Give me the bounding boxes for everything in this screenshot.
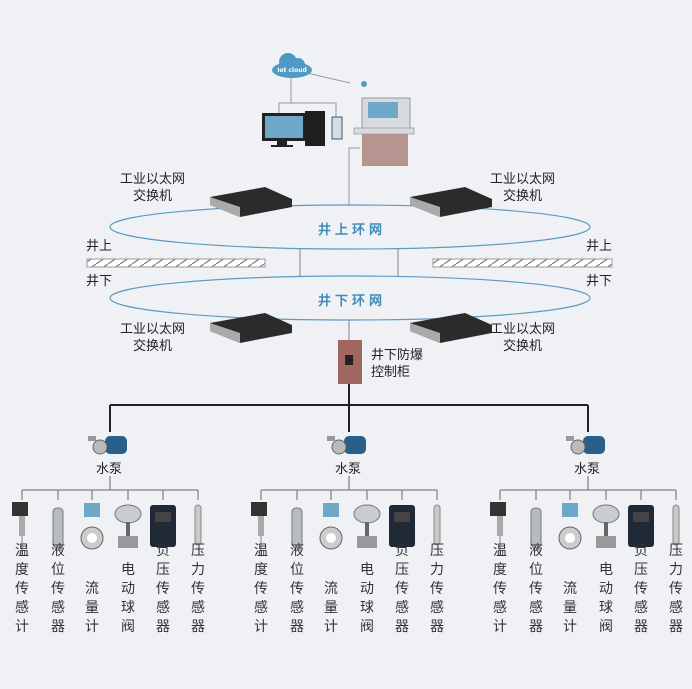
level-sensor-icon (291, 507, 303, 549)
device-label: 流量计 (85, 581, 99, 635)
negative-pressure-sensor-icon (389, 505, 415, 547)
cloud-label: Iot cloud (277, 67, 307, 74)
flow-meter-icon (84, 503, 100, 517)
switch-label-upper-right: 工业以太网交换机 (490, 172, 556, 204)
negative-pressure-sensor-icon (628, 505, 654, 547)
device-label: 负压传感器 (156, 543, 170, 635)
above-ground-label-right: 井上 (586, 239, 613, 254)
pressure-sensor-icon (433, 504, 441, 546)
flow-meter-icon (562, 503, 578, 517)
device-label: 压力传感器 (430, 543, 444, 635)
cabinet-label: 井下防爆控制柜 (371, 348, 424, 380)
pump-label: 水泵 (574, 462, 601, 477)
pump-label: 水泵 (96, 462, 123, 477)
switch-label-lower-right: 工业以太网交换机 (490, 322, 556, 354)
above-ground-label-left: 井上 (86, 239, 113, 254)
device-label: 液位传感器 (529, 543, 543, 635)
upper-ring-network (109, 204, 591, 250)
device-label: 液位传感器 (290, 543, 304, 635)
device-label: 电动球阀 (121, 562, 135, 635)
device-label: 温度传感计 (493, 543, 507, 635)
electric-ball-valve-icon (353, 504, 381, 524)
temperature-sensor-icon (251, 502, 267, 516)
ground-level-bar-right (432, 258, 613, 268)
computer-workstation-icon (262, 111, 343, 147)
pressure-sensor-icon (194, 504, 202, 546)
negative-pressure-sensor-icon (150, 505, 176, 547)
below-ground-label-right: 井下 (586, 274, 613, 289)
water-pump-icon (344, 436, 366, 454)
device-label: 负压传感器 (395, 543, 409, 635)
iot-cloud-icon: Iot cloud (272, 53, 312, 78)
temperature-sensor-icon (12, 502, 28, 516)
lower-ring-label: 井下环网 (318, 294, 387, 309)
temperature-sensor-icon (490, 502, 506, 516)
upper-ring-label: 井上环网 (318, 223, 387, 238)
pump-label: 水泵 (335, 462, 362, 477)
device-label: 电动球阀 (360, 562, 374, 635)
level-sensor-icon (530, 507, 542, 549)
switch-label-lower-left: 工业以太网交换机 (120, 322, 186, 354)
control-console-icon (353, 81, 415, 166)
device-label: 电动球阀 (599, 562, 613, 635)
device-label: 液位传感器 (51, 543, 65, 635)
water-pump-icon (583, 436, 605, 454)
device-label: 压力传感器 (669, 543, 683, 635)
electric-ball-valve-icon (114, 504, 142, 524)
switch-label-upper-left: 工业以太网交换机 (120, 172, 186, 204)
flow-meter-icon (323, 503, 339, 517)
device-label: 温度传感计 (254, 543, 268, 635)
water-pump-icon (105, 436, 127, 454)
device-label: 流量计 (563, 581, 577, 635)
ground-level-bar-left (86, 258, 266, 268)
electric-ball-valve-icon (592, 504, 620, 524)
device-label: 压力传感器 (191, 543, 205, 635)
level-sensor-icon (52, 507, 64, 549)
device-label: 流量计 (324, 581, 338, 635)
device-label: 温度传感计 (15, 543, 29, 635)
pressure-sensor-icon (672, 504, 680, 546)
below-ground-label-left: 井下 (86, 274, 113, 289)
device-label: 负压传感器 (634, 543, 648, 635)
lower-ring-network (109, 275, 591, 321)
